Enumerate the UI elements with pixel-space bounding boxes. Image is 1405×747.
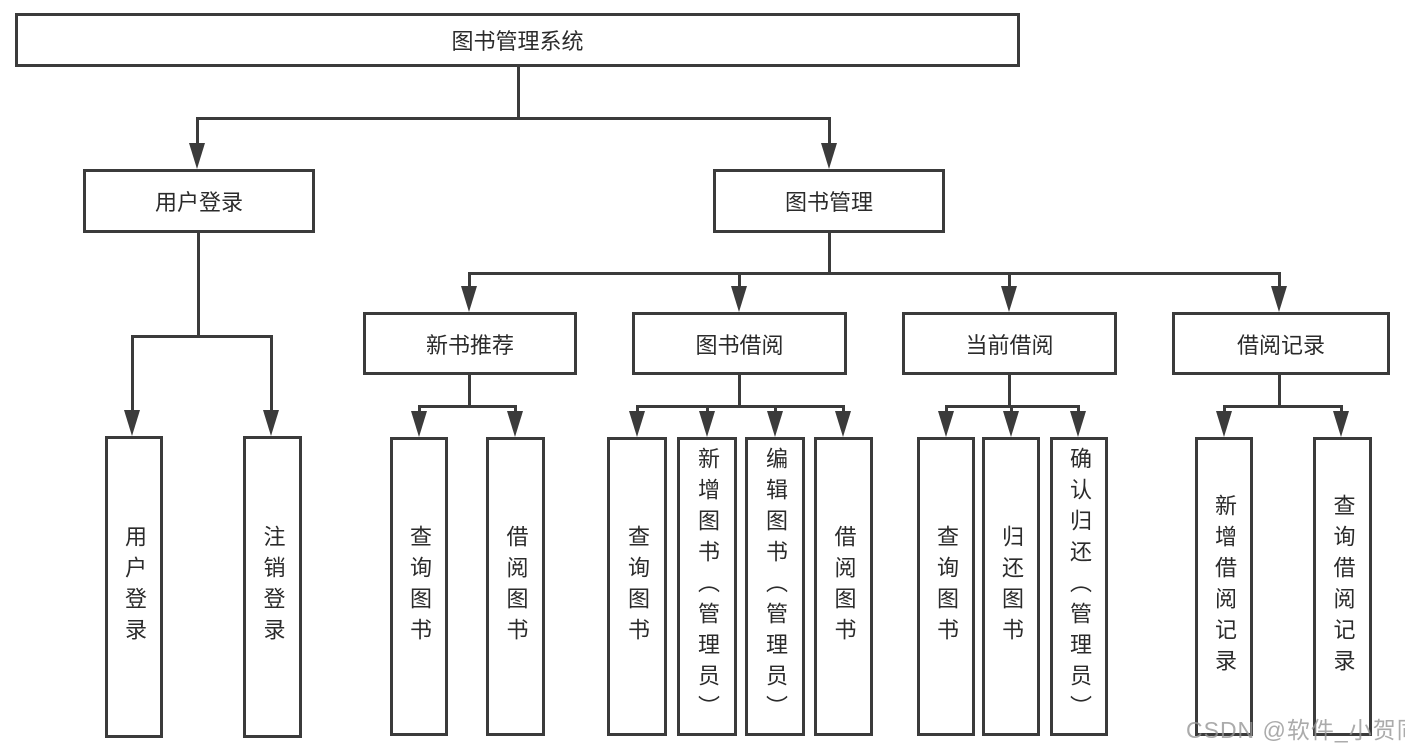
node-borrowing-records-label: 借阅记录 <box>1236 332 1325 358</box>
arrowhead-down-icon <box>1216 411 1232 437</box>
connector-line <box>738 375 741 408</box>
node-book-management-label: 图书管理 <box>784 190 873 215</box>
connector-line <box>842 405 845 413</box>
node-library-system-label: 图书管理系统 <box>451 29 584 54</box>
leaf-label: 归还图书 <box>999 524 1024 649</box>
arrowhead-down-icon <box>731 286 747 312</box>
connector-line <box>131 335 134 412</box>
connector-line <box>1278 375 1281 408</box>
leaf-label: 查询图书 <box>625 524 650 649</box>
connector-line <box>517 65 520 120</box>
connector-line <box>945 405 948 413</box>
connector-line <box>468 375 471 408</box>
arrowhead-down-icon <box>124 410 140 436</box>
arrowhead-down-icon <box>821 143 837 169</box>
arrowhead-down-icon <box>263 410 279 436</box>
node-book-borrowing-label: 图书借阅 <box>695 332 784 358</box>
node-borrowing-records: 借阅记录 <box>1172 312 1390 375</box>
leaf-return-books: 归还图书 <box>982 437 1040 736</box>
connector-line <box>1223 405 1343 408</box>
leaf-label: 查询图书 <box>407 524 432 649</box>
connector-line <box>1008 375 1011 408</box>
leaf-query-books-current: 查询图书 <box>917 437 975 736</box>
leaf-logout: 注销登录 <box>243 436 302 738</box>
leaf-add-borrow-record: 新增借阅记录 <box>1195 437 1253 736</box>
connector-line <box>196 117 199 145</box>
connector-line <box>418 405 421 413</box>
arrowhead-down-icon <box>507 411 523 437</box>
connector-line <box>828 117 831 145</box>
node-library-system: 图书管理系统 <box>15 13 1020 67</box>
arrowhead-down-icon <box>767 411 783 437</box>
arrowhead-down-icon <box>1003 411 1019 437</box>
node-user-login-label: 用户登录 <box>154 190 243 215</box>
connector-line <box>418 405 517 408</box>
connector-line <box>514 405 517 413</box>
connector-line <box>197 233 200 337</box>
leaf-label: 查询借阅记录 <box>1330 493 1356 680</box>
node-new-book-recommend: 新书推荐 <box>363 312 577 375</box>
connector-line <box>270 335 273 412</box>
arrowhead-down-icon <box>1333 411 1349 437</box>
leaf-query-books-borrowing: 查询图书 <box>607 437 667 736</box>
leaf-logout-label: 注销登录 <box>260 525 286 649</box>
connector-line <box>468 272 471 288</box>
node-new-book-recommend-label: 新书推荐 <box>425 332 514 358</box>
connector-line <box>774 405 777 413</box>
node-book-borrowing: 图书借阅 <box>632 312 847 375</box>
leaf-add-books-admin: 新增图书（管理员） <box>677 437 737 736</box>
leaf-borrow-books: 借阅图书 <box>814 437 873 736</box>
arrowhead-down-icon <box>699 411 715 437</box>
node-current-borrowing-label: 当前借阅 <box>965 332 1054 358</box>
connector-line <box>1008 272 1011 288</box>
arrowhead-down-icon <box>1001 286 1017 312</box>
connector-line <box>738 272 741 288</box>
arrowhead-down-icon <box>189 143 205 169</box>
connector-line <box>469 272 1281 275</box>
connector-line <box>1223 405 1226 413</box>
leaf-label: 确认归还（管理员） <box>1067 447 1092 726</box>
connector-line <box>828 233 831 275</box>
connector-line <box>1077 405 1080 413</box>
arrowhead-down-icon <box>1271 286 1287 312</box>
node-user-login: 用户登录 <box>83 169 315 233</box>
leaf-label: 查询图书 <box>934 524 959 649</box>
arrowhead-down-icon <box>835 411 851 437</box>
connector-line <box>131 335 272 338</box>
leaf-edit-books-admin: 编辑图书（管理员） <box>745 437 805 736</box>
connector-line <box>1010 405 1013 413</box>
arrowhead-down-icon <box>1070 411 1086 437</box>
leaf-user-login: 用户登录 <box>105 436 163 738</box>
node-book-management: 图书管理 <box>713 169 945 233</box>
connector-line <box>1278 272 1281 288</box>
arrowhead-down-icon <box>938 411 954 437</box>
connector-line <box>636 405 845 408</box>
leaf-label: 新增借阅记录 <box>1212 493 1237 680</box>
arrowhead-down-icon <box>629 411 645 437</box>
leaf-label: 新增图书（管理员） <box>695 447 720 726</box>
csdn-watermark: CSDN @软件_小贺同学 <box>1186 717 1405 743</box>
leaf-borrow-books-recommend: 借阅图书 <box>486 437 545 736</box>
leaf-query-borrow-record: 查询借阅记录 <box>1313 437 1372 736</box>
arrowhead-down-icon <box>411 411 427 437</box>
leaf-label: 编辑图书（管理员） <box>763 447 788 726</box>
leaf-label: 借阅图书 <box>503 524 529 649</box>
leaf-user-login-label: 用户登录 <box>122 525 147 649</box>
leaf-query-books-recommend: 查询图书 <box>390 437 448 736</box>
connector-line <box>706 405 709 413</box>
connector-line <box>196 117 831 120</box>
node-current-borrowing: 当前借阅 <box>902 312 1117 375</box>
leaf-confirm-return-admin: 确认归还（管理员） <box>1050 437 1108 736</box>
connector-line <box>1340 405 1343 413</box>
arrowhead-down-icon <box>461 286 477 312</box>
leaf-label: 借阅图书 <box>831 524 857 649</box>
connector-line <box>636 405 639 413</box>
